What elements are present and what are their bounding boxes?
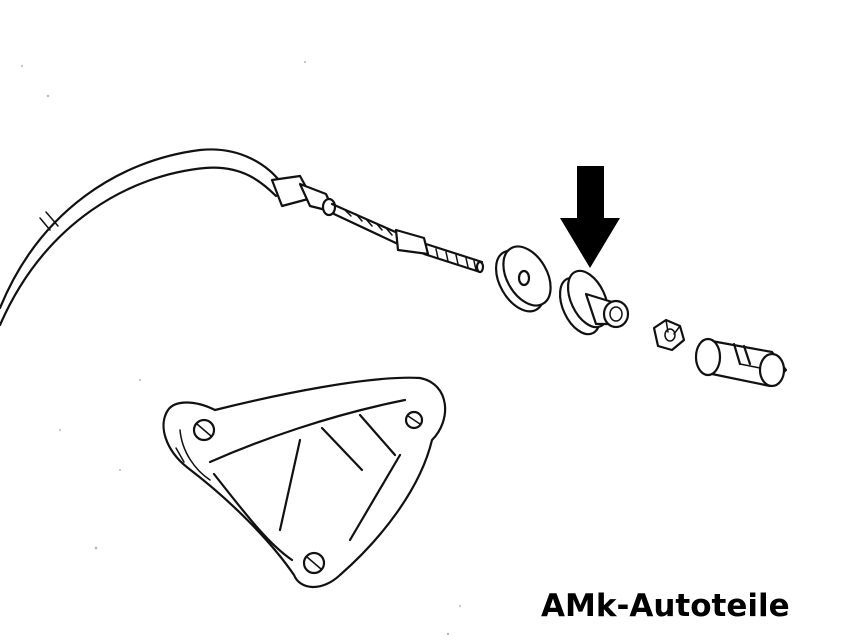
slotted-pin: [694, 337, 788, 388]
cable-assembly: [0, 148, 485, 327]
mounting-bracket: [162, 376, 447, 589]
bushing: [558, 269, 630, 336]
hex-nut: [652, 318, 686, 352]
scan-noise: [21, 61, 461, 636]
watermark-text: AMk-Autoteile: [541, 588, 790, 624]
washer: [494, 245, 552, 313]
down-arrow-icon: [560, 166, 620, 268]
